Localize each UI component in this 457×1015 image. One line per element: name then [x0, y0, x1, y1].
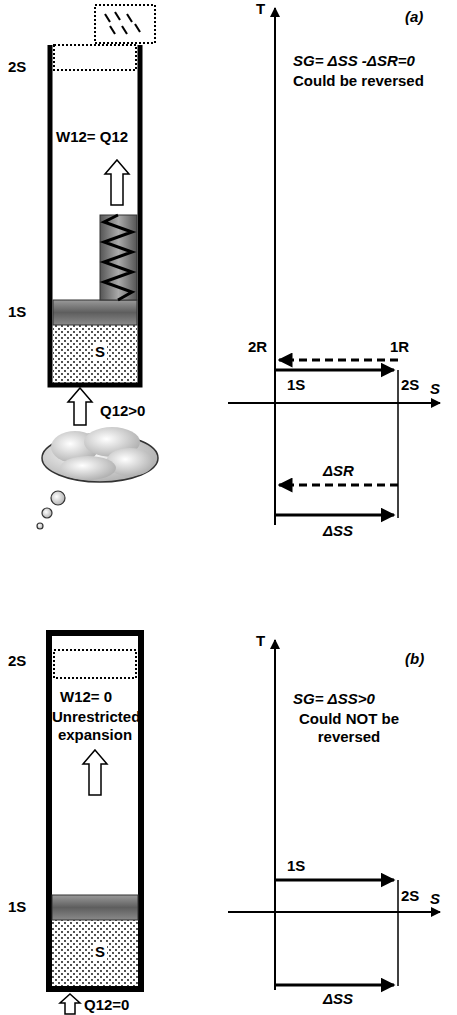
cylinder-b — [49, 633, 141, 1014]
entropy-change-label: ΔSR — [323, 462, 354, 480]
entropy-change-label: ΔSS — [323, 990, 353, 1008]
note-label: Could NOT be reversed — [293, 710, 405, 746]
entropy-equation: SG= ΔSS -ΔSR=0 — [293, 52, 415, 70]
note-label: Unrestricted expansion — [52, 708, 138, 744]
entropy-change-label: ΔSS — [323, 522, 353, 540]
state-label: 1S — [8, 303, 26, 321]
axis-label: S — [430, 380, 440, 398]
ts-diagram-a — [228, 8, 440, 525]
axis-label: T — [256, 0, 265, 18]
state-label: 1S — [287, 857, 305, 875]
panel-label: (a) — [405, 8, 423, 26]
system-label: S — [93, 943, 107, 961]
system-label: S — [93, 343, 107, 361]
ts-diagram-b — [228, 640, 440, 990]
heat-label: Q12>0 — [100, 402, 145, 420]
state-label: 2S — [401, 376, 419, 394]
work-label: W12= Q12 — [56, 128, 128, 146]
cylinder-a — [37, 5, 158, 529]
state-label: 2R — [248, 338, 267, 356]
state-label: 1S — [8, 898, 26, 916]
state-label: 1S — [287, 376, 305, 394]
entropy-equation: SG= ΔSS>0 — [293, 690, 375, 708]
axis-label: S — [430, 890, 440, 908]
state-label: 1R — [390, 338, 409, 356]
note-label: Could be reversed — [293, 72, 424, 90]
state-label: 2S — [8, 58, 26, 76]
work-label: W12= 0 — [60, 688, 112, 706]
heat-label: Q12=0 — [84, 996, 129, 1014]
panel-label: (b) — [405, 650, 424, 668]
axis-label: T — [256, 632, 265, 650]
state-label: 2S — [401, 887, 419, 905]
state-label: 2S — [8, 652, 26, 670]
